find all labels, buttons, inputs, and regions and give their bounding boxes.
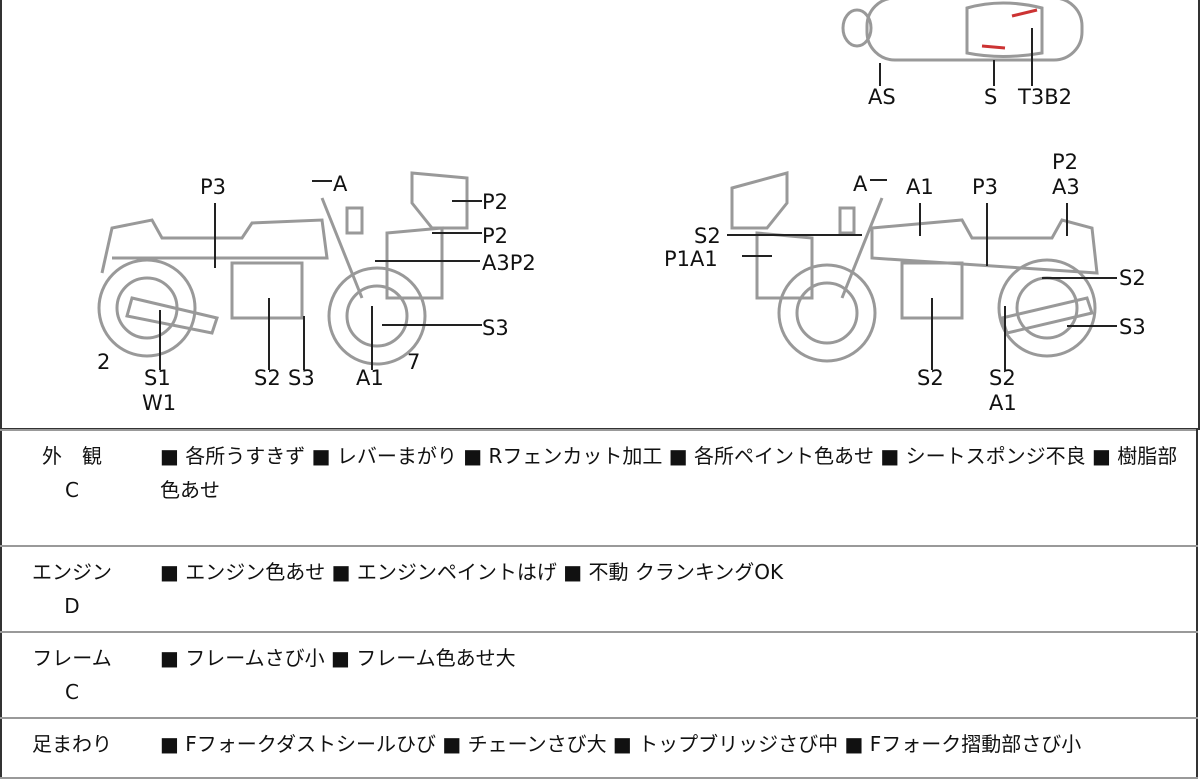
label: 2 xyxy=(97,350,111,374)
label: W1 xyxy=(142,391,177,415)
label: S3 xyxy=(482,316,509,340)
label: A1 xyxy=(989,391,1017,415)
label: S3 xyxy=(1119,315,1146,339)
category-name: 外 観 xyxy=(42,444,102,468)
left-bike-drawing xyxy=(97,171,469,366)
right-bike-drawing xyxy=(730,171,1099,363)
label: T3B2 xyxy=(1018,85,1072,109)
label: P3 xyxy=(972,175,999,199)
table-row: フレーム C ■ フレームさび小 ■ フレーム色あせ大 xyxy=(0,631,1198,719)
category-grade: C xyxy=(65,478,79,502)
table-row: 外 観 C ■ 各所うすきず ■ レバーまがり ■ Rフェンカット加工 ■ 各所ペ… xyxy=(0,429,1198,547)
leader-lines xyxy=(159,28,1117,370)
label: A3P2 xyxy=(482,251,536,275)
motorcycle-drawings xyxy=(97,0,1117,370)
label: S2 xyxy=(989,366,1016,390)
category-items: ■ フレームさび小 ■ フレーム色あせ大 xyxy=(142,631,1198,719)
label: A1 xyxy=(356,366,384,390)
label: S2 xyxy=(917,366,944,390)
top-view-drawing xyxy=(841,0,1084,62)
category-grade: C xyxy=(65,680,79,704)
label: S2 xyxy=(254,366,281,390)
damage-diagram: AS S T3B2 P3 A P2 P2 A3P2 S3 2 S1 W1 S2 … xyxy=(0,0,1200,430)
label: A3 xyxy=(1052,175,1080,199)
category-grade: D xyxy=(64,594,80,618)
label: S xyxy=(984,85,998,109)
category-items: ■ 各所うすきず ■ レバーまがり ■ Rフェンカット加工 ■ 各所ペイント色あ… xyxy=(142,429,1198,547)
condition-table: 外 観 C ■ 各所うすきず ■ レバーまがり ■ Rフェンカット加工 ■ 各所ペ… xyxy=(0,429,1198,779)
label: P2 xyxy=(482,190,509,214)
table-row: エンジン D ■ エンジン色あせ ■ エンジンペイントはげ ■ 不動 クランキング… xyxy=(0,545,1198,633)
label: A xyxy=(333,172,348,196)
category-name: 足まわり xyxy=(32,732,112,756)
category-name: エンジン xyxy=(32,560,112,584)
label: A1 xyxy=(906,175,934,199)
label: S2 xyxy=(1119,266,1146,290)
label: P3 xyxy=(200,175,227,199)
category-items: ■ Fフォークダストシールひび ■ チェーンさび大 ■ トップブリッジさび中 ■… xyxy=(142,717,1198,779)
table-row: 足まわり ■ Fフォークダストシールひび ■ チェーンさび大 ■ トップブリッジ… xyxy=(0,717,1198,779)
category-items: ■ エンジン色あせ ■ エンジンペイントはげ ■ 不動 クランキングOK xyxy=(142,545,1198,633)
label: P2 xyxy=(1052,150,1079,174)
label: S1 xyxy=(144,366,171,390)
label: S3 xyxy=(288,366,315,390)
category-name: フレーム xyxy=(32,646,112,670)
label: 7 xyxy=(407,350,421,374)
label: P1A1 xyxy=(664,247,718,271)
label: P2 xyxy=(482,224,509,248)
label: A xyxy=(853,172,868,196)
label: AS xyxy=(868,85,896,109)
label: S2 xyxy=(694,224,721,248)
